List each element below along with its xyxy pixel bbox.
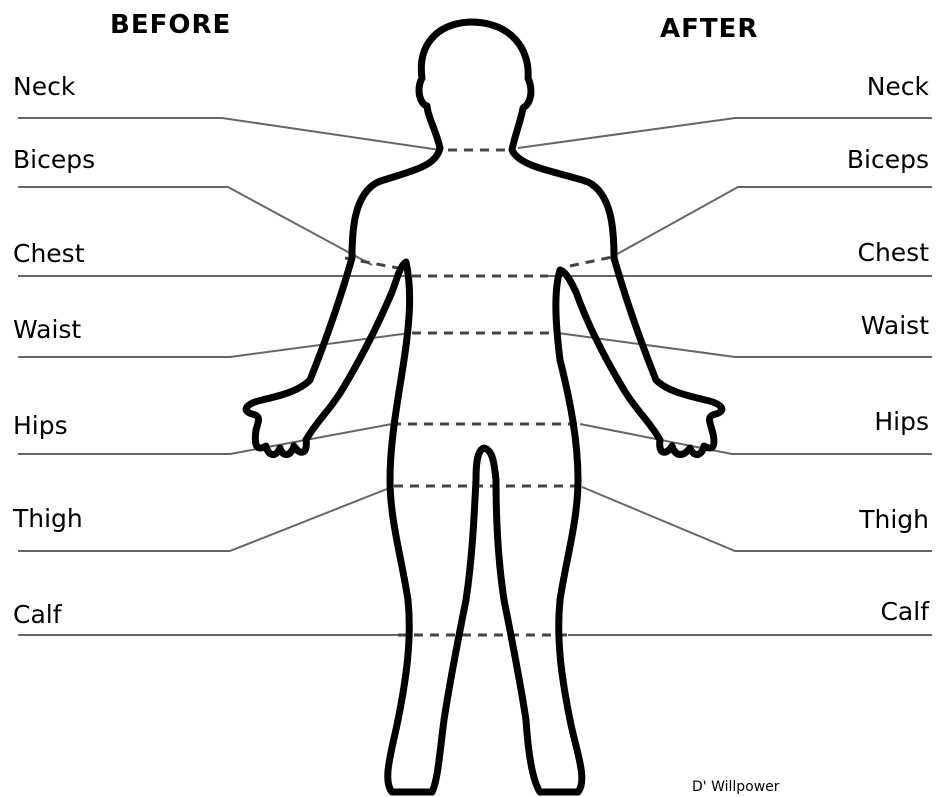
after-neck-label: Neck <box>867 72 929 101</box>
hips-leader-left <box>18 424 392 454</box>
before-calf-label: Calf <box>13 600 62 629</box>
biceps-dash-right <box>570 257 612 266</box>
body-outline <box>246 22 722 792</box>
after-heading: AFTER <box>660 14 758 44</box>
after-biceps-label: Biceps <box>847 145 929 174</box>
before-biceps-label: Biceps <box>13 145 95 174</box>
neck-leader-right <box>518 118 932 148</box>
before-waist-label: Waist <box>13 315 81 344</box>
before-neck-label: Neck <box>13 72 75 101</box>
before-hips-label: Hips <box>13 411 68 440</box>
right-leader-lines <box>518 118 932 635</box>
after-hips-label: Hips <box>874 407 929 436</box>
left-leader-lines <box>18 118 440 635</box>
after-chest-label: Chest <box>857 238 929 267</box>
before-heading: BEFORE <box>110 10 231 40</box>
credit-text: D' Willpower <box>692 779 780 795</box>
dashed-measure-lines <box>345 150 612 635</box>
after-thigh-label: Thigh <box>859 505 929 534</box>
before-thigh-label: Thigh <box>13 504 83 533</box>
before-chest-label: Chest <box>13 239 85 268</box>
after-calf-label: Calf <box>880 597 929 626</box>
after-waist-label: Waist <box>861 311 929 340</box>
